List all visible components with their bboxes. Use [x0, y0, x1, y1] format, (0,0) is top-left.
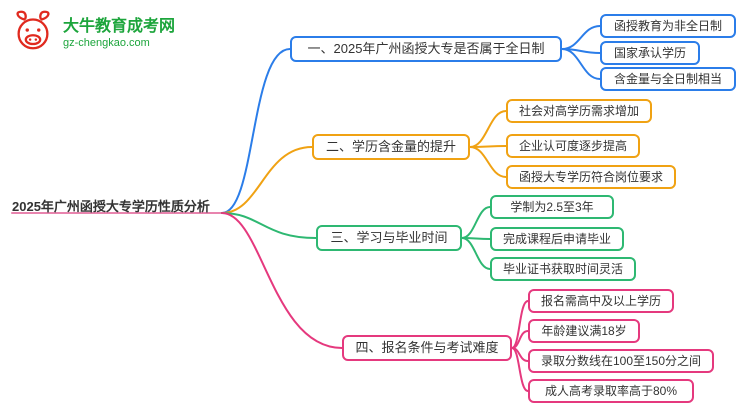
edge-branch1-leaf1 — [561, 25, 601, 50]
leaf-node-2-3: 函授大专学历符合岗位要求 — [506, 165, 676, 189]
edge-root-branch4 — [221, 212, 343, 349]
leaf-node-4-2: 年龄建议满18岁 — [528, 319, 640, 343]
leaf-node-2-2: 企业认可度逐步提高 — [506, 134, 640, 158]
site-logo: 大牛教育成考网 gz-chengkao.com — [10, 8, 175, 59]
edge-branch1-leaf3 — [561, 48, 601, 80]
edge-branch2-leaf3 — [469, 146, 507, 178]
edge-branch2-leaf1 — [469, 110, 507, 148]
branch-node-2: 二、学历含金量的提升 — [312, 134, 470, 160]
leaf-node-3-3: 毕业证书获取时间灵活 — [490, 257, 636, 281]
branch-node-1: 一、2025年广州函授大专是否属于全日制 — [290, 36, 562, 62]
leaf-node-3-1: 学制为2.5至3年 — [490, 195, 614, 219]
site-url: gz-chengkao.com — [63, 36, 150, 49]
edge-root-branch1 — [221, 48, 291, 214]
leaf-node-3-2: 完成课程后申请毕业 — [490, 227, 624, 251]
edge-root-branch3 — [221, 212, 317, 239]
root-topic: 2025年广州函授大专学历性质分析 — [12, 199, 210, 214]
bull-icon — [10, 8, 56, 59]
edge-branch3-leaf3 — [461, 237, 491, 270]
site-name: 大牛教育成考网 — [63, 17, 176, 35]
leaf-node-4-4: 成人高考录取率高于80% — [528, 379, 694, 403]
edge-branch4-leaf4 — [511, 347, 529, 392]
leaf-node-1-2: 国家承认学历 — [600, 41, 700, 65]
leaf-node-1-3: 含金量与全日制相当 — [600, 67, 736, 91]
branch-node-4: 四、报名条件与考试难度 — [342, 335, 512, 361]
edge-branch2-leaf2 — [469, 145, 507, 148]
branch-node-3: 三、学习与毕业时间 — [316, 225, 462, 251]
leaf-node-4-3: 录取分数线在100至150分之间 — [528, 349, 714, 373]
leaf-node-2-1: 社会对高学历需求增加 — [506, 99, 652, 123]
leaf-node-4-1: 报名需高中及以上学历 — [528, 289, 674, 313]
edge-branch3-leaf1 — [461, 206, 491, 239]
edge-root-branch2 — [221, 146, 313, 214]
leaf-node-1-1: 函授教育为非全日制 — [600, 14, 736, 38]
